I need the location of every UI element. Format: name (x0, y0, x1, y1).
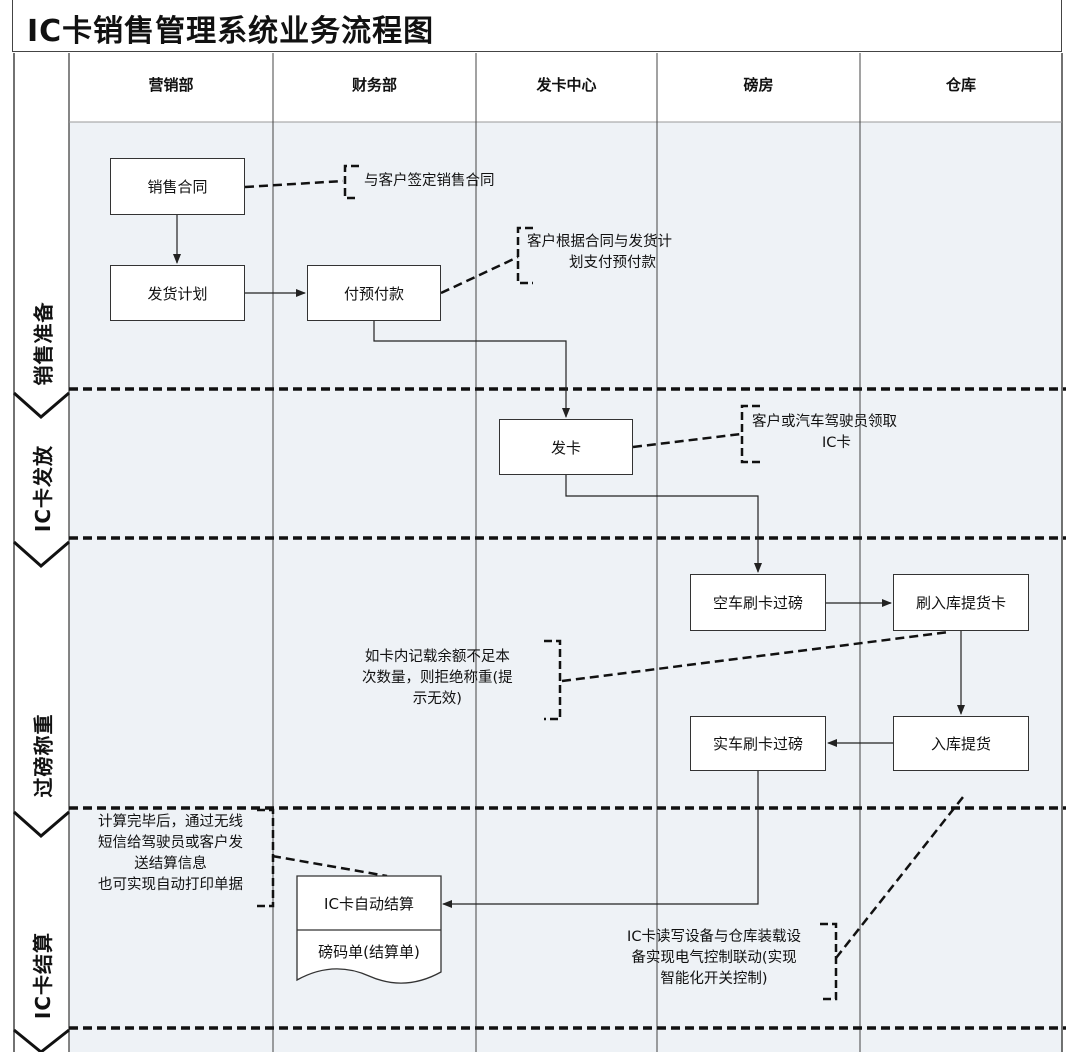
lane-header-marketing: 营销部 (148, 76, 194, 94)
title-bar: IC卡销售管理系统业务流程图 (12, 0, 1062, 52)
note-balance: 如卡内记载余额不足本 次数量，则拒绝称重(提 示无效) (362, 649, 513, 707)
note-sms: 计算完毕后，通过无线 短信给驾驶员或客户发 送结算信息 也可实现自动打印单据 (98, 814, 243, 893)
note-card: 客户或汽车驾驶员领取 IC卡 (752, 414, 897, 451)
full-weigh-box[interactable]: 实车刷卡过磅 (690, 716, 826, 771)
phase-label-settlement: IC卡结算 (31, 931, 56, 1019)
connector-balance-note (561, 630, 950, 683)
header-row-bg (69, 53, 1062, 122)
note-prepay: 客户根据合同与发货计 划支付预付款 (527, 234, 672, 271)
bracket-contract-note (343, 164, 359, 200)
storage-card-box[interactable]: 刷入库提货卡 (893, 574, 1029, 631)
empty-weigh-box[interactable]: 空车刷卡过磅 (690, 574, 826, 631)
prepayment-box[interactable]: 付预付款 (307, 265, 441, 321)
loading-box[interactable]: 入库提货 (893, 716, 1029, 771)
connector-device-note (835, 796, 964, 959)
connector-card-note (632, 432, 742, 449)
issue-card-box[interactable]: 发卡 (499, 419, 633, 475)
phase-label-card-issue: IC卡发放 (31, 444, 56, 532)
connector-prepay-note (440, 255, 519, 295)
shipping-plan-box[interactable]: 发货计划 (110, 265, 245, 321)
note-contract: 与客户签定销售合同 (364, 173, 495, 189)
arrow-prepay-to-card (373, 321, 570, 418)
bracket-sms-note (257, 808, 275, 908)
bracket-device-note (820, 922, 838, 1001)
lane-header-card-center: 发卡中心 (536, 76, 597, 94)
auto-settle-label[interactable]: IC卡自动结算 (324, 895, 414, 913)
phase-label-sales-prep: 销售准备 (31, 301, 56, 385)
lane-header-warehouse: 仓库 (945, 76, 976, 94)
bracket-balance-note (544, 639, 562, 721)
phase-chevron (13, 391, 70, 419)
lane-header-weighbridge: 磅房 (743, 76, 774, 94)
bracket-prepay-note (516, 226, 533, 285)
diagram-title: IC卡销售管理系统业务流程图 (27, 14, 435, 49)
weigh-slip-label[interactable]: 磅码单(结算单) (318, 943, 420, 961)
phase-chevron (13, 1028, 70, 1052)
connector-contract-note (244, 179, 344, 189)
phase-label-weighing: 过磅称重 (31, 713, 56, 797)
phase-chevron (13, 810, 70, 838)
connector-sms-note (271, 854, 388, 878)
sales-contract-box[interactable]: 销售合同 (110, 158, 245, 215)
arrow-full-weigh-to-settle (442, 771, 759, 908)
lane-header-finance: 财务部 (351, 76, 397, 94)
arrow-card-to-empty-weigh (565, 475, 762, 573)
note-device: IC卡读写设备与仓库装载设 备实现电气控制联动(实现 智能化开关控制) (627, 929, 801, 987)
phase-chevron (13, 540, 70, 568)
